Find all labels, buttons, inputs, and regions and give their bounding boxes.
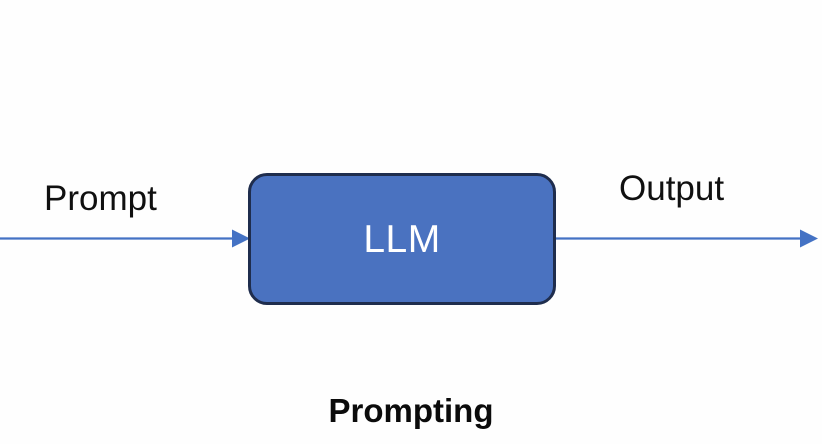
- input-arrow: [0, 229, 250, 248]
- diagram-caption: Prompting: [328, 392, 494, 429]
- output-arrow: [556, 229, 818, 248]
- output-edge-label: Output: [619, 169, 725, 208]
- input-arrowhead-icon: [232, 229, 250, 248]
- input-edge-label: Prompt: [44, 179, 157, 218]
- llm-node: LLM: [248, 173, 556, 305]
- llm-node-label: LLM: [363, 217, 441, 261]
- output-arrowhead-icon: [800, 229, 818, 248]
